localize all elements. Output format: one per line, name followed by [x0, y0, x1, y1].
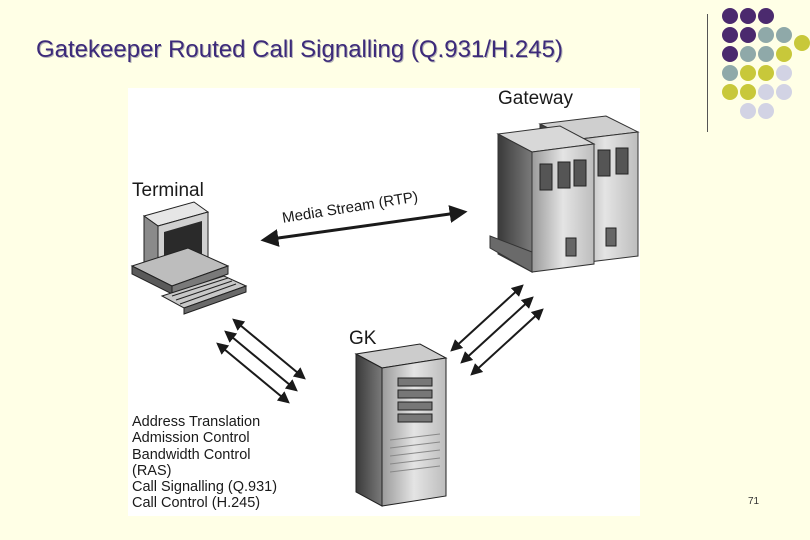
dot [758, 65, 774, 81]
gk-label: GK [349, 328, 377, 349]
gatekeeper-server-icon [354, 343, 448, 507]
diagram-graphics [130, 115, 640, 507]
dot [722, 27, 738, 43]
dot [740, 84, 756, 100]
decorative-dot-grid [716, 8, 810, 120]
dot [758, 46, 774, 62]
dot [722, 84, 738, 100]
gk-gateway-signalling-arrows [450, 284, 544, 376]
dot [758, 103, 774, 119]
network-diagram: Gateway Terminal Media Stream (RTP) GK A… [128, 88, 640, 516]
gk-function-item: Call Signalling (Q.931) [132, 479, 278, 496]
media-stream-arrow [260, 205, 468, 247]
dot [776, 65, 792, 81]
gateway-icon [489, 115, 640, 273]
dot [776, 27, 792, 43]
gk-function-item: Call Control (H.245) [132, 495, 261, 512]
gk-function-item: (RAS) [132, 462, 172, 479]
dot [758, 84, 774, 100]
dot [776, 84, 792, 100]
page-number: 71 [748, 496, 760, 507]
dot [740, 46, 756, 62]
terminal-gk-signalling-arrows [216, 318, 306, 404]
dot [758, 27, 774, 43]
dot [740, 65, 756, 81]
dot [740, 8, 756, 24]
dot [794, 35, 810, 51]
gateway-label: Gateway [498, 88, 573, 109]
gk-function-item: Bandwidth Control [132, 446, 251, 463]
dot [776, 46, 792, 62]
dot [758, 8, 774, 24]
gk-functions-list: Address Translation Admission Control Ba… [132, 414, 277, 512]
dot [740, 27, 756, 43]
dot [722, 8, 738, 24]
slide-title: Gatekeeper Routed Call Signalling (Q.931… [36, 36, 563, 63]
gk-function-item: Address Translation [132, 414, 261, 430]
title-divider [707, 14, 708, 132]
terminal-icon [130, 201, 248, 315]
dot [740, 103, 756, 119]
terminal-label: Terminal [132, 180, 204, 201]
dot [722, 46, 738, 62]
gk-function-item: Admission Control [132, 430, 250, 447]
dot [722, 65, 738, 81]
